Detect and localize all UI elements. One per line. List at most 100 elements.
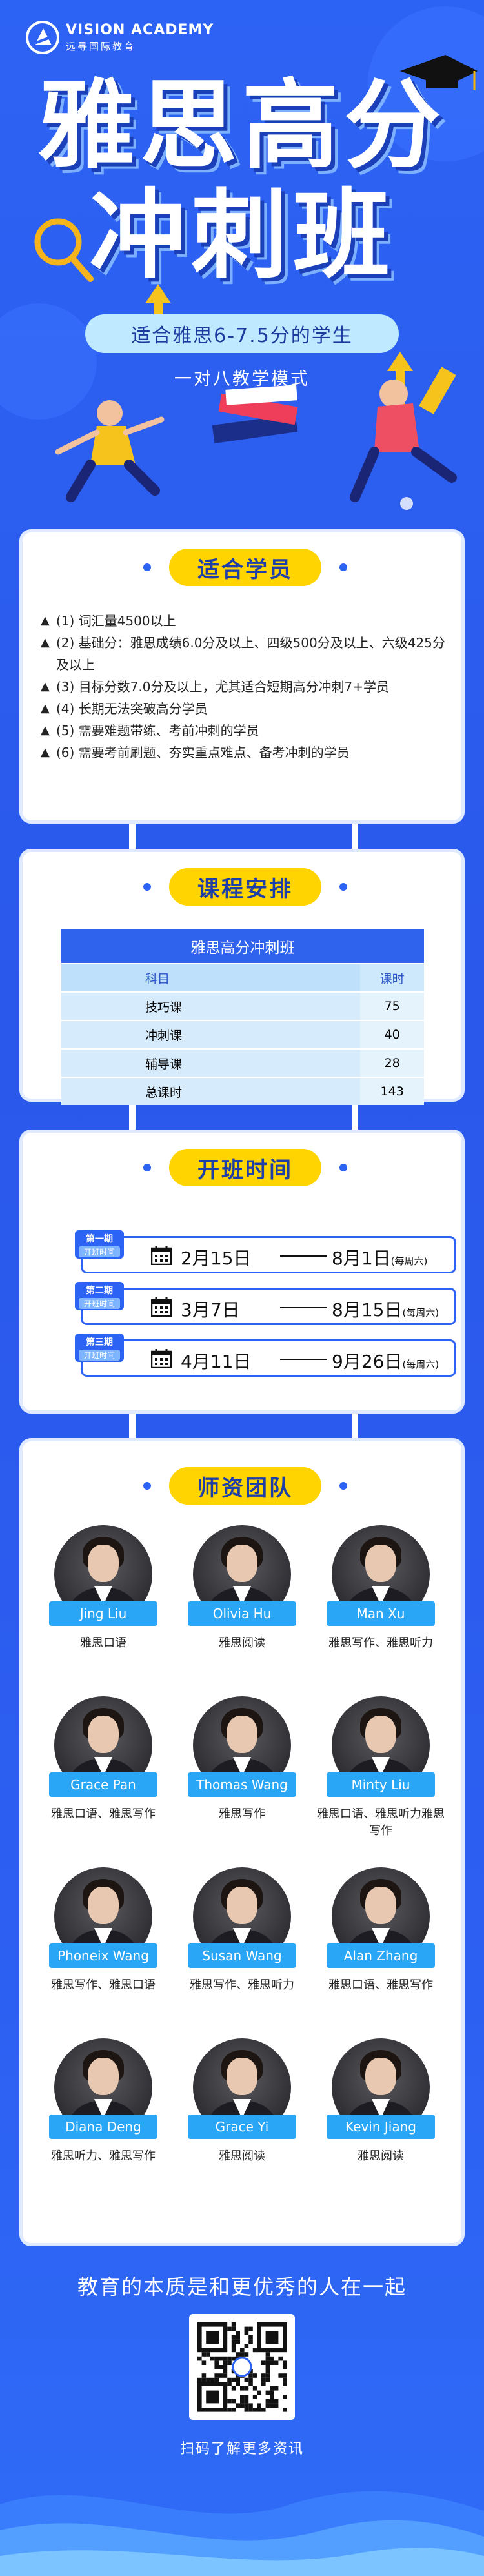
connector [129,804,136,865]
teacher-name: Grace Yi [188,2115,296,2139]
connector [352,1394,358,1455]
table-row: 技巧课 75 [61,991,424,1020]
period-weekday: (每周六) [402,1359,439,1370]
arrow-icons [145,284,413,423]
period-start: 3月7日 [181,1299,240,1321]
hero-banner: VISION ACADEMY 远寻国际教育 雅思高分 冲刺班 适合雅思6-7.5… [0,0,484,529]
connector [129,1394,136,1455]
teacher-subjects: 雅思写作、雅思口语 [51,1978,156,1992]
list-item: ▲(3) 目标分数7.0分及以上，尤其适合短期高分冲刺7+学员 [41,676,454,698]
teacher-subjects: 雅思写作、雅思听力 [328,1636,433,1650]
magnifier-icon [34,218,94,282]
period-tag: 第三期 开班时间 [75,1334,124,1362]
teacher-card: Susan Wang 雅思写作、雅思听力 [177,1867,307,2042]
section-title: 课程安排 [143,868,347,906]
connector [129,1084,136,1146]
section-title: 开班时间 [143,1149,347,1186]
period-start: 2月15日 [181,1248,252,1269]
list-item: ▲(2) 基础分：雅思成绩6.0分及以上、四级500分及以上、六级425分及以上 [41,632,454,676]
teacher-name: Thomas Wang [188,1772,296,1797]
section-title: 适合学员 [143,549,347,586]
brand-logo: VISION ACADEMY 远寻国际教育 [26,21,214,54]
runner-left-illustration [55,400,165,502]
hero-decoration [0,6,484,510]
runner-right-illustration [350,367,457,502]
books-illustration [212,385,298,443]
period-dash [280,1359,327,1360]
triangle-icon: ▲ [41,636,50,649]
teacher-subjects: 雅思阅读 [219,2149,265,2163]
brand-name-cn: 远寻国际教育 [66,41,136,52]
logo-icon [26,21,59,54]
footer-slogan: 教育的本质是和更优秀的人在一起 [77,2275,407,2299]
calendar-icon [151,1349,172,1368]
period-tag: 第二期 开班时间 [75,1282,124,1310]
teacher-name: Grace Pan [49,1772,157,1797]
period-end: 8月1日 [332,1248,391,1269]
teacher-subjects: 雅思听力、雅思写作 [51,2149,156,2163]
teacher-name: Alan Zhang [327,1943,435,1968]
teacher-card: Grace Yi 雅思阅读 [177,2038,307,2213]
teacher-name: Diana Deng [49,2115,157,2139]
list-item: ▲(6) 需要考前刷题、夯实重点难点、备考冲刺的学员 [41,742,454,764]
teacher-subjects: 雅思写作、雅思听力 [190,1978,294,1992]
hero-title-line1: 雅思高分 [37,70,446,182]
list-item: ▲(5) 需要难题带练、考前冲刺的学员 [41,720,454,742]
teacher-subjects: 雅思口语、雅思写作 [51,1807,156,1821]
connector [352,1084,358,1146]
teacher-card: Alan Zhang 雅思口语、雅思写作 [316,1867,445,2042]
period-end: 9月26日 [332,1351,403,1372]
teacher-card: Thomas Wang 雅思写作 [177,1696,307,1871]
table-title: 雅思高分冲刺班 [61,929,424,964]
section-schedule: 课程安排 雅思高分冲刺班 科目 课时 技巧课 75 冲刺课 40 辅导课 28 [19,849,465,1105]
period-row: 第一期 开班时间 2月15日 8月1日(每周六) [75,1230,456,1273]
teacher-subjects: 雅思口语、雅思听力雅思写作 [317,1807,445,1838]
brand-name-en: VISION ACADEMY [66,22,214,38]
teacher-subjects: 雅思口语 [80,1636,126,1650]
teacher-name: Susan Wang [188,1943,296,1968]
calendar-icon [151,1297,172,1317]
qr-caption: 扫码了解更多资讯 [179,2441,304,2457]
teacher-card: Minty Liu 雅思口语、雅思听力雅思写作 [316,1696,445,1871]
qr-code-image [197,2322,287,2412]
teacher-subjects: 雅思口语、雅思写作 [328,1978,433,1992]
period-tag: 第一期 开班时间 [75,1230,124,1259]
list-item: ▲(4) 长期无法突破高分学员 [41,698,454,720]
hero-title-line2: 冲刺班 [88,179,395,292]
table-header-row: 科目 课时 [61,963,424,992]
suitable-list: ▲(1) 词汇量4500以上 ▲(2) 基础分：雅思成绩6.0分及以上、四级50… [41,610,454,764]
period-end: 8月15日 [332,1299,403,1321]
period-row: 第二期 开班时间 3月7日 8月15日(每周六) [75,1282,456,1325]
calendar-icon [151,1246,172,1265]
teacher-name: Olivia Hu [188,1601,296,1626]
hero-mode: 一对八教学模式 [174,369,310,389]
teacher-name: Man Xu [327,1601,435,1626]
triangle-icon: ▲ [41,614,50,627]
schedule-table: 雅思高分冲刺班 科目 课时 技巧课 75 冲刺课 40 辅导课 28 总课时 1… [61,929,424,1105]
teacher-card: Grace Pan 雅思口语、雅思写作 [39,1696,168,1871]
section-suitable: 适合学员 ▲(1) 词汇量4500以上 ▲(2) 基础分：雅思成绩6.0分及以上… [19,529,465,824]
connector [352,804,358,865]
triangle-icon: ▲ [41,680,50,693]
footer-waves [0,2491,484,2576]
teacher-name: Kevin Jiang [327,2115,435,2139]
teacher-subjects: 雅思阅读 [219,1636,265,1650]
teacher-name: Jing Liu [49,1601,157,1626]
period-weekday: (每周六) [390,1255,428,1267]
teacher-card: Phoneix Wang 雅思写作、雅思口语 [39,1867,168,2042]
qr-code[interactable] [189,2314,295,2420]
section-title: 师资团队 [143,1467,347,1505]
section-teachers: 师资团队 Jing Liu 雅思口语 Olivia Hu 雅思阅读 Man Xu 雅思写作… [19,1438,465,2246]
section-start-dates: 开班时间 第一期 开班时间 2月15日 8月1日(每周六) 第二期 开班时间 3… [19,1130,465,1414]
table-row: 辅导课 28 [61,1048,424,1077]
period-start: 4月11日 [181,1351,252,1372]
teacher-name: Phoneix Wang [49,1943,157,1968]
triangle-icon: ▲ [41,724,50,737]
list-item: ▲(1) 词汇量4500以上 [41,610,454,632]
teacher-subjects: 雅思写作 [219,1807,265,1821]
teacher-name: Minty Liu [327,1772,435,1797]
teacher-card: Diana Deng 雅思听力、雅思写作 [39,2038,168,2213]
triangle-icon: ▲ [41,745,50,759]
